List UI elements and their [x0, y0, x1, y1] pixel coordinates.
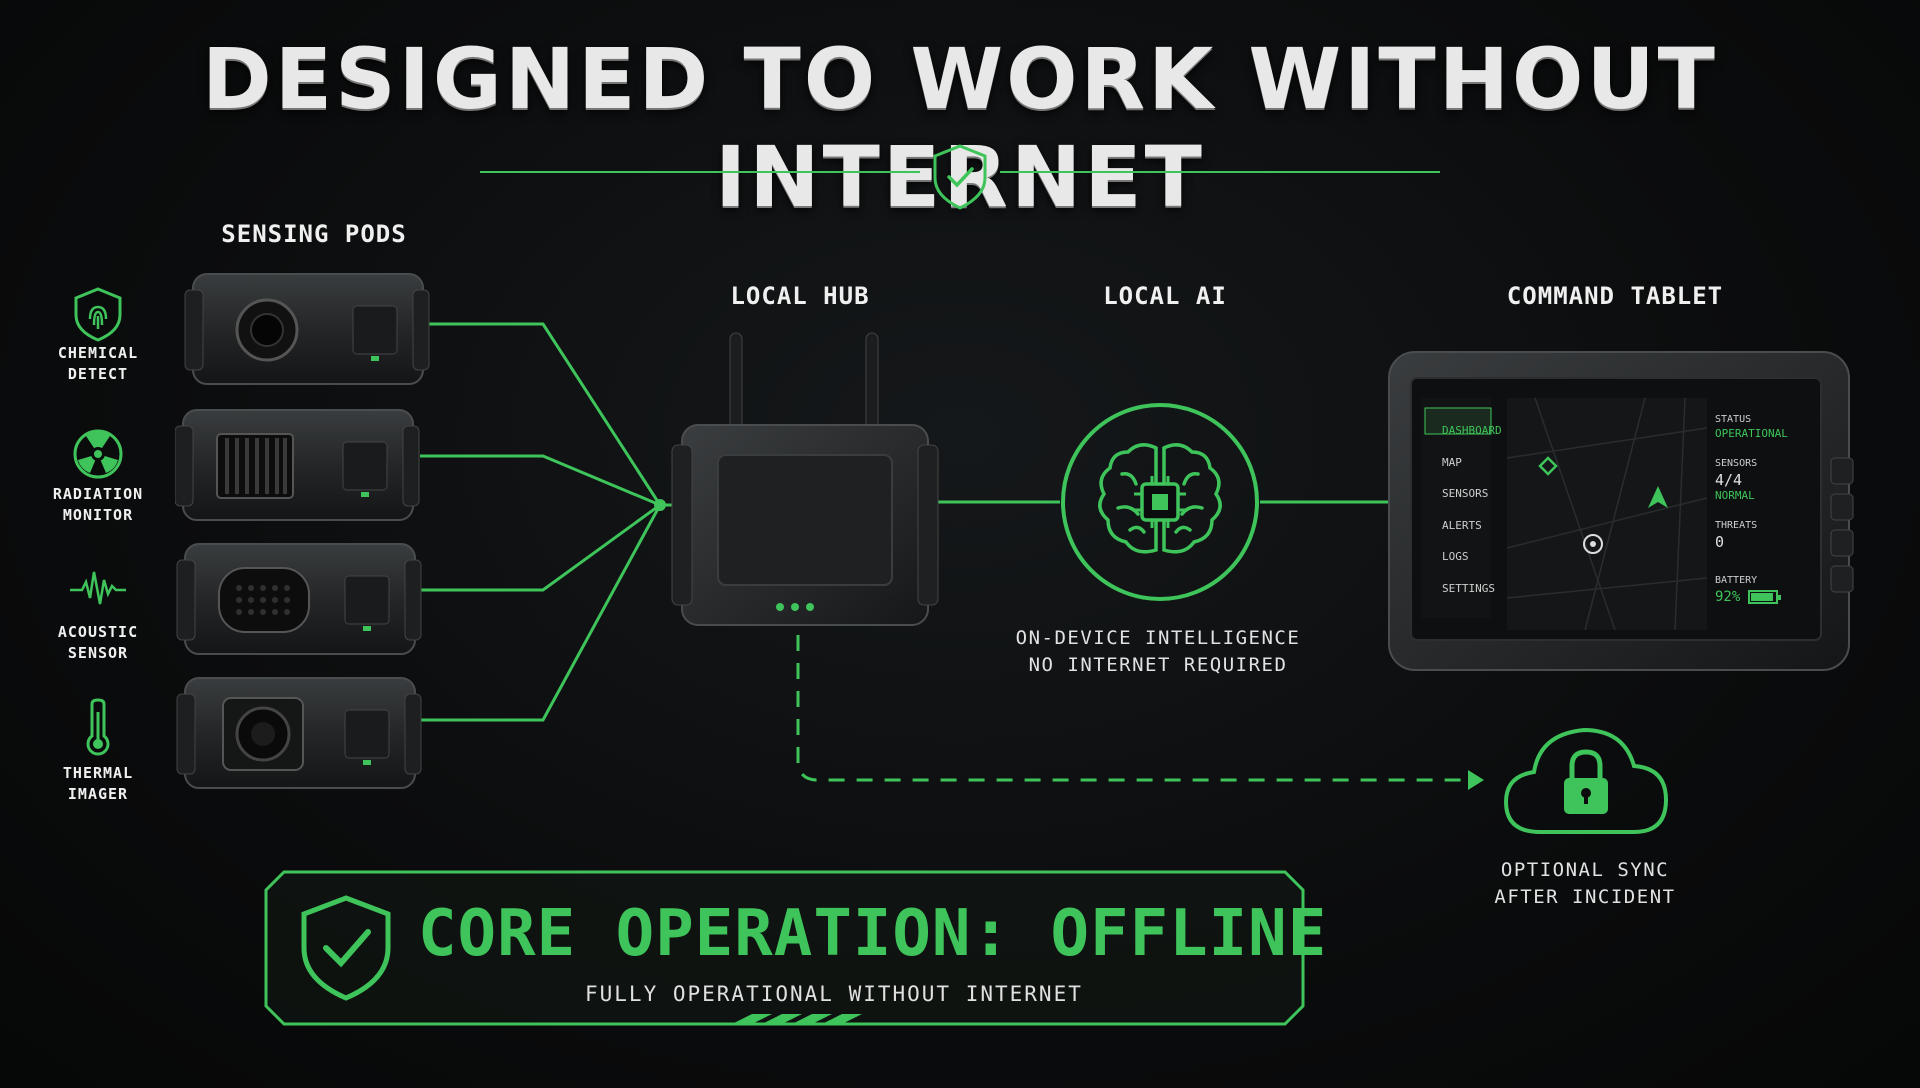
status-led-3	[806, 603, 814, 611]
brain-chip-icon	[1061, 403, 1259, 601]
shield-check-icon	[933, 144, 987, 210]
threats-value: 0	[1715, 533, 1725, 551]
thermometer-icon	[86, 698, 110, 756]
status-value: OPERATIONAL	[1715, 427, 1788, 440]
sensors-value: 4/4	[1715, 471, 1743, 489]
banner-title: CORE OPERATION: OFFLINE	[418, 897, 1328, 971]
page-title: DESIGNED TO WORK WITHOUT INTERNET	[202, 30, 1718, 226]
tablet-menu-sensors[interactable]: SENSORS	[1442, 487, 1489, 500]
battery-indicator: 92%	[1715, 589, 1815, 605]
sensing-pod-thermal	[176, 677, 422, 789]
section-label-local-ai: LOCAL AI	[1103, 282, 1227, 310]
banner-subtitle: FULLY OPERATIONAL WITHOUT INTERNET	[585, 982, 1083, 1006]
tablet-status-panel: STATUS OPERATIONAL SENSORS 4/4 NORMAL TH…	[1715, 414, 1815, 605]
sensing-pod-radiation	[175, 409, 420, 521]
waveform-icon	[70, 571, 126, 605]
map-marker-location	[1583, 534, 1603, 554]
threats-label: THREATS	[1715, 520, 1758, 531]
radiation-icon	[73, 429, 123, 479]
sensors-label: SENSORS	[1715, 458, 1758, 469]
command-tablet-device	[1388, 351, 1854, 671]
status-label: STATUS	[1715, 414, 1752, 425]
sensing-pod-chemical	[184, 273, 430, 385]
sensing-pod-acoustic	[176, 543, 422, 655]
battery-icon	[1748, 590, 1782, 604]
tablet-menu-settings[interactable]: SETTINGS	[1442, 581, 1495, 595]
sensing-pods-group	[175, 273, 430, 789]
local-hub-device	[671, 332, 939, 626]
section-label-local-hub: LOCAL HUB	[730, 282, 870, 310]
title-divider	[480, 144, 1440, 210]
status-led-1	[776, 603, 784, 611]
map-marker-diamond	[1538, 456, 1558, 476]
sensors-state: NORMAL	[1715, 489, 1755, 502]
core-operation-banner-frame	[264, 870, 1305, 1026]
tablet-menu: DASHBOARD MAP SENSORS ALERTS LOGS SETTIN…	[1442, 415, 1502, 604]
status-led-2	[791, 603, 799, 611]
section-label-command-tablet: COMMAND TABLET	[1506, 282, 1724, 310]
section-label-sensing-pods: SENSING PODS	[221, 220, 407, 248]
tablet-menu-logs[interactable]: LOGS	[1442, 550, 1469, 563]
tablet-menu-alerts[interactable]: ALERTS	[1442, 518, 1482, 532]
battery-value: 92%	[1715, 589, 1741, 605]
map-marker-arrow	[1648, 486, 1668, 508]
shield-fingerprint-icon	[74, 287, 122, 342]
battery-label: BATTERY	[1715, 575, 1758, 586]
banner-shield-check-icon	[301, 895, 391, 1001]
cloud-lock-icon	[1503, 727, 1669, 834]
tablet-menu-dashboard[interactable]: DASHBOARD	[1442, 424, 1502, 437]
tablet-menu-map[interactable]: MAP	[1442, 455, 1462, 469]
